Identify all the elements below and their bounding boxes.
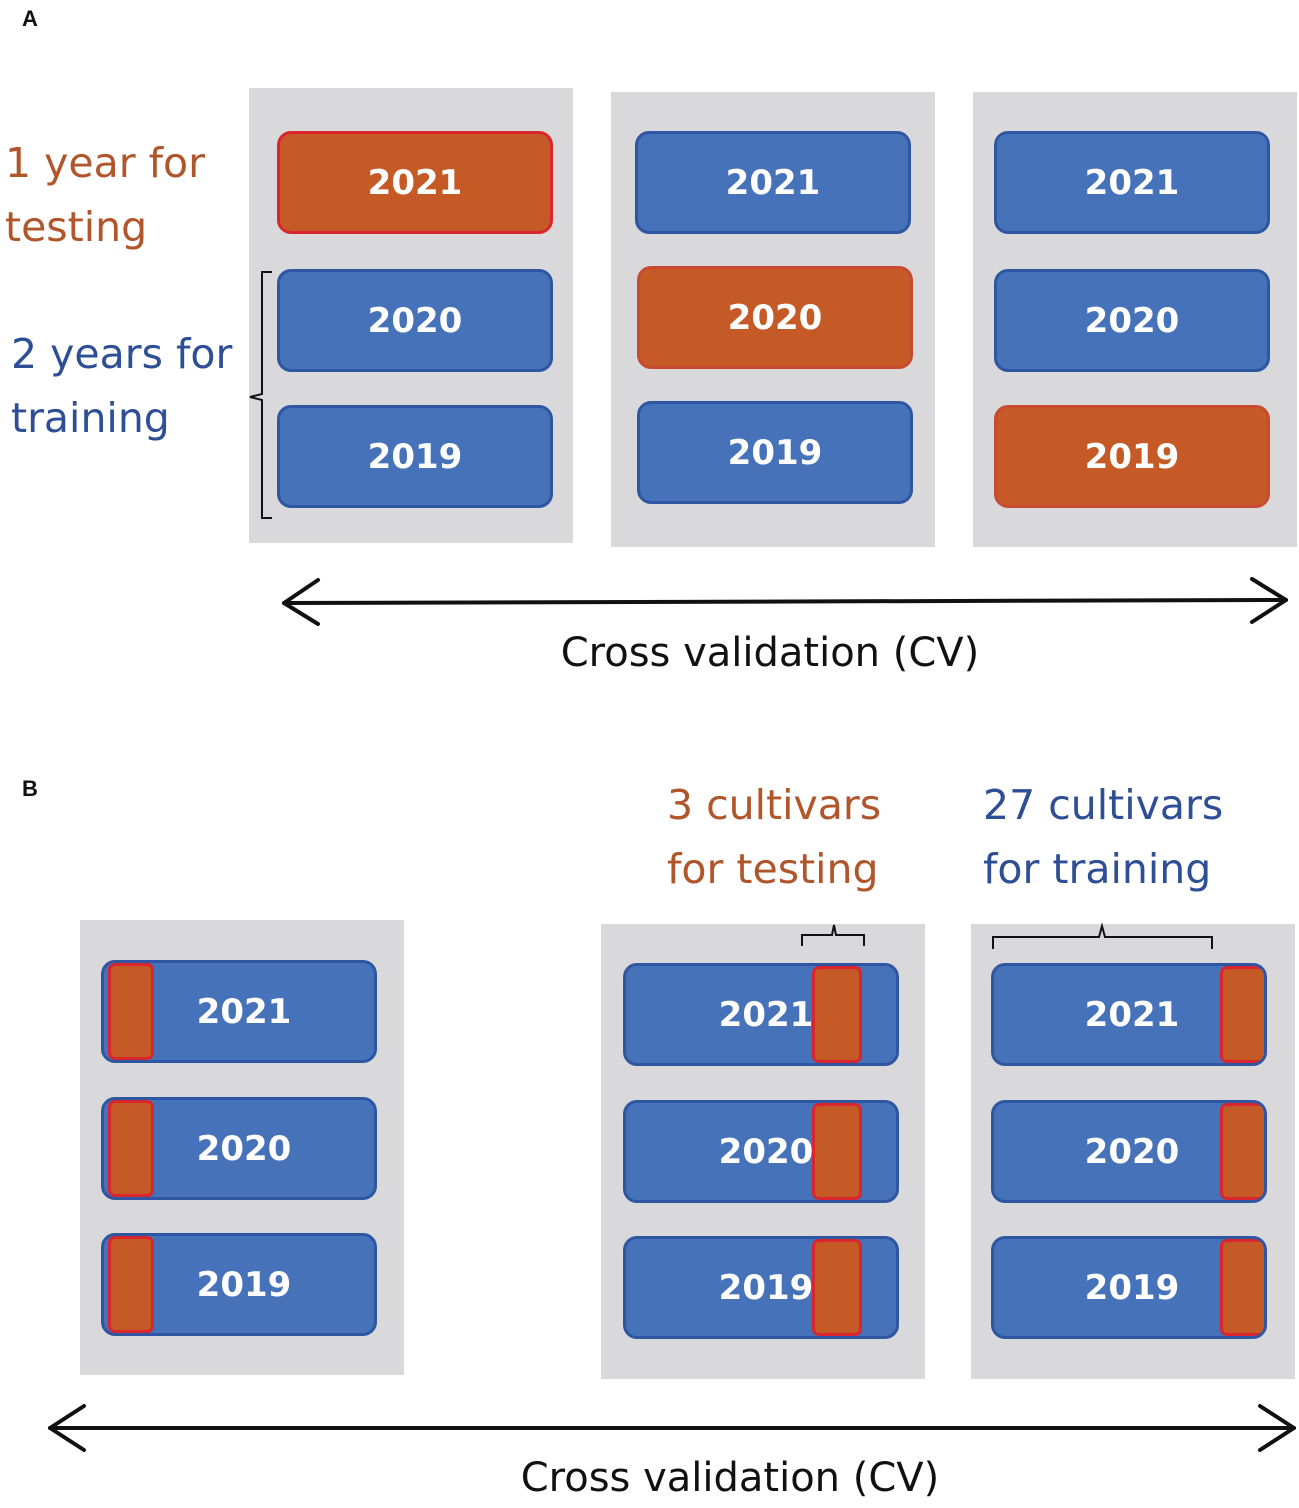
year-label: 2019	[196, 1264, 292, 1305]
b-training-note-line2: for training	[983, 845, 1212, 893]
year-label: 2020	[1084, 1131, 1180, 1172]
a-testing-note-line2: testing	[5, 203, 148, 251]
b-cv-label: Cross validation (CV)	[520, 1455, 940, 1501]
a-training-note-line2: training	[11, 394, 170, 442]
a-fold-1-box-2020: 2020	[277, 269, 553, 372]
a-cv-double-arrow	[282, 577, 1288, 626]
a-training-bracket	[249, 271, 272, 519]
test-strip	[812, 966, 862, 1063]
test-strip	[812, 1239, 862, 1336]
a-testing-note-line1: 1 year for	[5, 139, 205, 187]
b-fold-1-box-2021: 2021	[101, 960, 377, 1063]
year-label: 2021	[725, 162, 821, 203]
b-testing-note-line1: 3 cultivars	[667, 781, 882, 829]
a-fold-2: 2021 2020 2019	[611, 92, 935, 547]
a-cv-label: Cross validation (CV)	[560, 630, 980, 676]
b-fold-3-box-2019: 2019	[991, 1236, 1267, 1339]
a-training-note: 2 years for training	[11, 322, 232, 450]
b-fold-1-box-2019: 2019	[101, 1233, 377, 1336]
year-label: 2019	[1084, 436, 1180, 477]
year-label: 2020	[727, 297, 823, 338]
test-strip	[108, 1236, 154, 1333]
year-label: 2019	[367, 436, 463, 477]
b-fold-2: 2021 2020 2019	[601, 924, 925, 1379]
a-testing-note: 1 year for testing	[5, 131, 205, 259]
b-fold-2-box-2019: 2019	[623, 1236, 899, 1339]
year-label: 2020	[367, 300, 463, 341]
a-fold-3-box-2020: 2020	[994, 269, 1270, 372]
b-fold-1: 2021 2020 2019	[80, 920, 404, 1375]
b-fold-3-box-2020: 2020	[991, 1100, 1267, 1203]
b-fold-1-box-2020: 2020	[101, 1097, 377, 1200]
year-label: 2020	[718, 1131, 814, 1172]
b-training-brace	[992, 922, 1213, 949]
a-fold-2-box-2019: 2019	[637, 401, 913, 504]
b-fold-2-box-2021: 2021	[623, 963, 899, 1066]
a-fold-1: 2021 2020 2019	[249, 88, 573, 543]
b-testing-brace	[801, 924, 865, 946]
panel-a-letter: A	[22, 6, 38, 31]
year-label: 2021	[367, 162, 463, 203]
a-fold-2-box-2020: 2020	[637, 266, 913, 369]
b-fold-3: 2021 2020 2019	[971, 924, 1295, 1379]
b-cv-double-arrow	[48, 1404, 1296, 1452]
year-label: 2019	[1084, 1267, 1180, 1308]
b-training-note: 27 cultivars for training	[983, 773, 1223, 901]
a-fold-3: 2021 2020 2019	[973, 92, 1297, 547]
year-label: 2021	[718, 994, 814, 1035]
a-fold-2-box-2021: 2021	[635, 131, 911, 234]
year-label: 2020	[1084, 300, 1180, 341]
panel-b-letter: B	[22, 776, 38, 801]
year-label: 2019	[727, 432, 823, 473]
test-strip	[1220, 1239, 1264, 1336]
year-label: 2021	[1084, 162, 1180, 203]
b-testing-note: 3 cultivars for testing	[667, 773, 881, 901]
test-strip	[108, 1100, 154, 1197]
year-label: 2020	[196, 1128, 292, 1169]
year-label: 2019	[718, 1267, 814, 1308]
a-training-note-line1: 2 years for	[11, 330, 233, 378]
b-training-note-line1: 27 cultivars	[983, 781, 1224, 829]
test-strip	[1220, 966, 1264, 1063]
a-fold-3-box-2021: 2021	[994, 131, 1270, 234]
a-fold-3-box-2019: 2019	[994, 405, 1270, 508]
year-label: 2021	[196, 991, 292, 1032]
year-label: 2021	[1084, 994, 1180, 1035]
a-fold-1-box-2021: 2021	[277, 131, 553, 234]
b-fold-2-box-2020: 2020	[623, 1100, 899, 1203]
b-fold-3-box-2021: 2021	[991, 963, 1267, 1066]
test-strip	[812, 1103, 862, 1200]
test-strip	[108, 963, 154, 1060]
test-strip	[1220, 1103, 1264, 1200]
b-testing-note-line2: for testing	[667, 845, 879, 893]
a-fold-1-box-2019: 2019	[277, 405, 553, 508]
